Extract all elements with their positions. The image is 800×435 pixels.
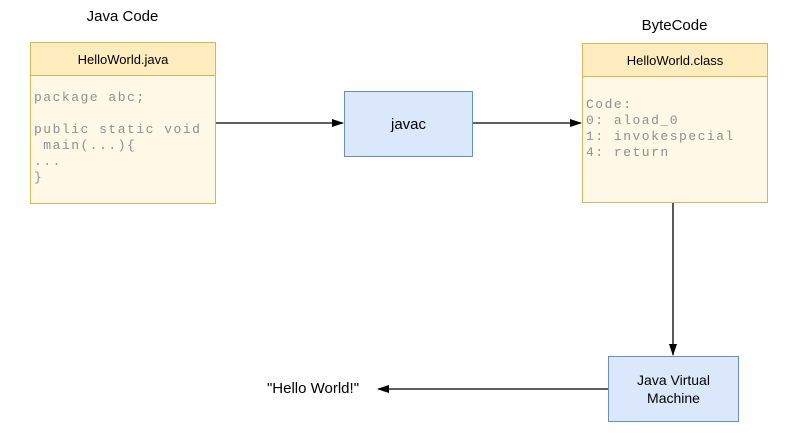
bytecode-text: Code: 0: aload_0 1: invokespecial 4: ret… — [586, 97, 735, 160]
node-helloworld-java-title: HelloWorld.java — [31, 43, 215, 76]
label-hello-world-output: "Hello World!" — [266, 380, 360, 397]
node-helloworld-java: HelloWorld.java package abc; public stat… — [30, 42, 216, 204]
source-code-text: package abc; public static void main(...… — [34, 90, 202, 185]
label-java-code: Java Code — [86, 8, 159, 25]
node-helloworld-class-title: HelloWorld.class — [583, 44, 767, 77]
node-helloworld-class: HelloWorld.class Code: 0: aload_0 1: inv… — [582, 43, 768, 203]
node-javac: javac — [344, 91, 473, 157]
label-bytecode: ByteCode — [641, 17, 708, 34]
node-jvm: Java Virtual Machine — [608, 356, 739, 422]
